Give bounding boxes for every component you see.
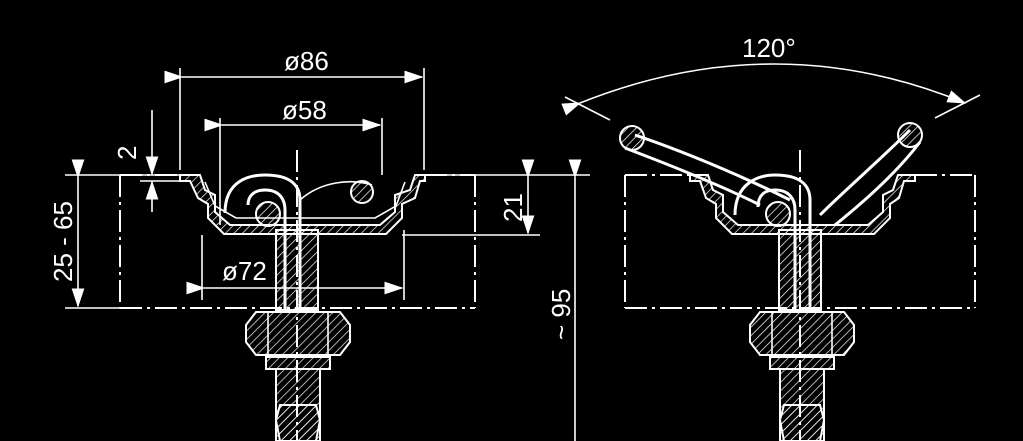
- dim-flange: 2: [112, 146, 142, 160]
- right-view: 120°: [561, 33, 981, 441]
- dim-dia-inner: ø72: [222, 256, 267, 286]
- dim-recess: 21: [498, 193, 528, 222]
- angle-arc: [561, 63, 967, 116]
- left-view: ø86 ø58 ø72 2 25 - 65 21 ~ 95: [48, 46, 590, 441]
- dim-dia-outer: ø86: [284, 46, 329, 76]
- right-handle-cup: [689, 174, 916, 235]
- dim-depth-range: 25 - 65: [48, 201, 78, 282]
- left-nut: [245, 311, 351, 356]
- right-nut: [749, 311, 855, 356]
- left-knob-section: [255, 201, 281, 227]
- left-handle-cup: [179, 174, 426, 235]
- right-grip-left: [619, 125, 645, 151]
- dim-dia-mid: ø58: [282, 95, 327, 125]
- right-crank: [733, 173, 812, 310]
- right-grip-right: [897, 122, 923, 148]
- dim-angle: 120°: [742, 33, 796, 63]
- left-crank: [223, 173, 302, 310]
- dim-overall: ~ 95: [546, 289, 576, 340]
- left-grip-section: [350, 180, 374, 204]
